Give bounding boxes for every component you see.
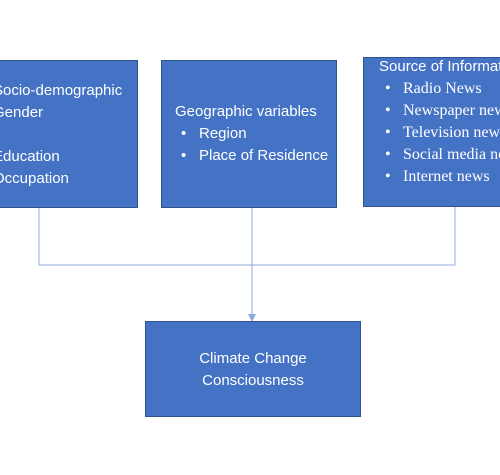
box-left-line-5: Occupation — [0, 170, 69, 187]
bullet-icon: • — [385, 146, 391, 163]
box-source-of-information-text: Source of Information • Radio News • New… — [379, 58, 500, 188]
box-middle-title: Geographic variables — [175, 103, 317, 120]
box-geographic-variables: Geographic variables • Region • Place of… — [161, 60, 337, 208]
box-middle-item: • Region — [175, 123, 328, 145]
box-middle-item-label: Place of Residence — [199, 147, 329, 164]
box-right-item-label: Radio News — [403, 80, 482, 97]
box-right-item-label: Internet news — [403, 168, 490, 185]
box-left-line-3 — [0, 124, 122, 146]
box-right-title: Source of Information — [379, 58, 500, 75]
box-source-of-information: Source of Information • Radio News • New… — [363, 57, 500, 207]
box-middle-item-label: Region — [199, 125, 247, 142]
box-climate-change-consciousness-text: Climate Change Consciousness — [146, 348, 360, 392]
box-bottom-line-1: Climate Change — [199, 350, 307, 367]
box-left-line-2: Gender — [0, 104, 44, 121]
box-geographic-variables-text: Geographic variables • Region • Place of… — [175, 101, 328, 167]
box-right-item: • Newspaper news — [379, 100, 500, 122]
bullet-icon: • — [385, 168, 391, 185]
box-left-line-4: Education — [0, 148, 60, 165]
bullet-icon: • — [385, 80, 391, 97]
box-socio-demographic-text: Socio-demographic Gender Education Occup… — [0, 80, 122, 190]
box-right-item: • Television news — [379, 122, 500, 144]
box-right-item: • Radio News — [379, 78, 500, 100]
bullet-icon: • — [385, 124, 391, 141]
bullet-icon: • — [385, 102, 391, 119]
box-right-item-label: Television news — [403, 124, 500, 141]
box-climate-change-consciousness: Climate Change Consciousness — [145, 321, 361, 417]
box-middle-item: • Place of Residence — [175, 145, 328, 167]
box-right-item: • Internet news — [379, 166, 500, 188]
box-left-line-1: Socio-demographic — [0, 82, 123, 99]
box-socio-demographic: Socio-demographic Gender Education Occup… — [0, 60, 138, 208]
bullet-icon: • — [181, 125, 187, 142]
box-right-item-label: Newspaper news — [403, 102, 500, 119]
box-bottom-line-2: Consciousness — [202, 372, 304, 389]
bullet-icon: • — [181, 147, 187, 164]
box-right-item-label: Social media news — [403, 146, 500, 163]
box-right-item: • Social media news — [379, 144, 500, 166]
